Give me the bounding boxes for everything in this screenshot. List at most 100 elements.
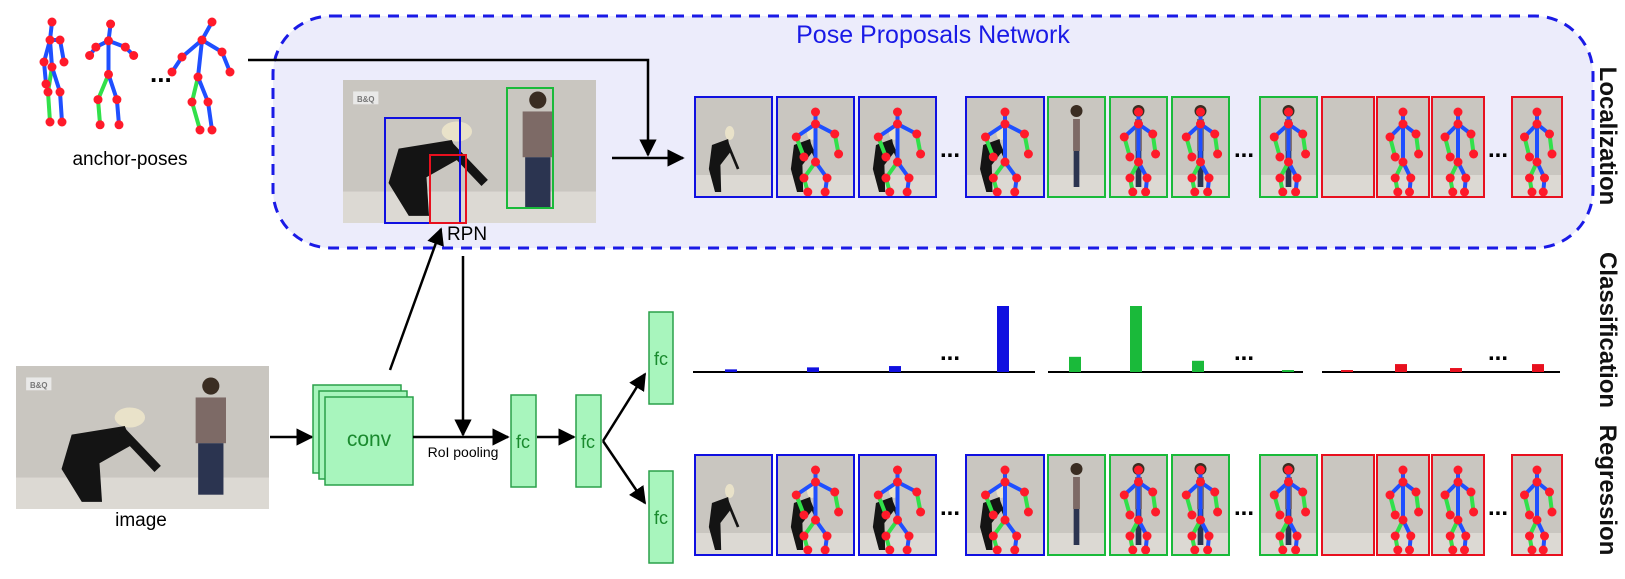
localization-row: .........	[694, 96, 1563, 198]
pose-joint	[1398, 107, 1408, 117]
pose-joint	[1469, 149, 1479, 159]
pose-joint	[1020, 487, 1029, 497]
pose-joint	[207, 17, 217, 27]
pose-joint	[893, 157, 902, 167]
pose-limb	[48, 38, 54, 69]
pose-thumbnail	[776, 454, 855, 556]
fc-layer-regression-label: fc	[654, 508, 668, 528]
thumbnail-frame	[1259, 96, 1318, 198]
pose-joint	[1538, 545, 1548, 555]
photo-floor	[1432, 175, 1484, 197]
pose-joint	[1023, 507, 1033, 517]
pose-joint	[881, 173, 891, 183]
pose-joint	[1141, 545, 1151, 555]
rpn-red-proposal	[429, 154, 467, 224]
pose-joint	[916, 507, 926, 517]
thumbnail-pose	[1440, 107, 1479, 197]
pose-joint	[41, 79, 51, 89]
pose-joint	[822, 531, 832, 541]
pose-joint	[1545, 129, 1554, 139]
pose-joint	[1292, 173, 1302, 183]
anchor-pose	[167, 17, 235, 135]
photo-floor	[1377, 175, 1429, 197]
person-head	[725, 484, 735, 498]
pose-joint	[47, 17, 57, 27]
person-head	[1070, 105, 1083, 117]
person-body	[388, 140, 460, 216]
pose-limb	[96, 72, 111, 102]
photo-floor	[695, 175, 772, 197]
pose-joint	[1525, 531, 1534, 541]
pose-joint	[85, 51, 95, 60]
classification-bar	[807, 367, 819, 372]
person-shirt	[195, 397, 226, 444]
pose-joint	[988, 173, 998, 183]
pose-joint	[1390, 510, 1400, 520]
photo-floor	[859, 533, 936, 555]
pose-joint	[1298, 487, 1308, 497]
thumbnail-frame	[1376, 454, 1430, 556]
pose-thumbnail	[1171, 454, 1230, 556]
thumbnail-frame	[1511, 454, 1563, 556]
thumbnail-photo	[1512, 97, 1562, 197]
logo-badge	[26, 377, 52, 391]
pose-joint	[1151, 507, 1161, 517]
pose-joint	[1461, 173, 1471, 183]
conv-to-rpn-arrow	[388, 227, 444, 371]
pose-joint	[1448, 187, 1458, 197]
pose-joint	[1453, 465, 1463, 475]
pose-joint	[1187, 173, 1197, 183]
photo-floor	[1377, 533, 1429, 555]
thumbnail-pose	[1385, 465, 1424, 555]
pose-thumbnail	[1376, 454, 1430, 556]
pose-joint	[830, 129, 840, 139]
pose-joint	[811, 157, 820, 167]
thumbnail-pose	[1269, 465, 1311, 555]
pose-joint	[1466, 487, 1476, 497]
pose-limb	[190, 100, 202, 132]
photo-floor	[859, 175, 936, 197]
rpn-photo-scene: B&Q	[343, 80, 596, 223]
pose-joint	[1196, 465, 1205, 475]
pose-joint	[1000, 515, 1010, 525]
pose-joint	[45, 117, 55, 127]
anchor-pose	[39, 17, 69, 127]
thumbnail-frame	[694, 96, 773, 198]
thumbnail-pose	[1181, 107, 1223, 197]
classification-bar	[997, 306, 1009, 372]
pose-joint	[916, 149, 926, 159]
fc-layer-2	[575, 394, 602, 488]
pose-joint	[1445, 531, 1455, 541]
pose-joint	[59, 57, 69, 67]
photo-floor	[1512, 533, 1562, 555]
pose-joint	[1181, 132, 1191, 142]
pose-joint	[1284, 119, 1293, 129]
thumbnail-photo	[1048, 97, 1105, 197]
pose-joint	[1525, 173, 1534, 183]
pose-joint	[1010, 545, 1020, 555]
person-head	[725, 126, 735, 140]
person-body	[790, 497, 813, 550]
pose-joint	[885, 545, 895, 555]
pose-joint	[1532, 465, 1542, 475]
pose-thumbnail	[1321, 96, 1375, 198]
fc-layer-1	[510, 394, 537, 488]
pose-joint	[1405, 187, 1414, 197]
pose-joint	[902, 545, 912, 555]
thumbnail-pose	[791, 465, 844, 555]
pose-joint	[1128, 187, 1138, 197]
pose-joint	[1527, 187, 1537, 197]
photo-floor	[695, 533, 772, 555]
fc-split-arrow-up	[601, 372, 647, 442]
pose-joint	[1390, 173, 1400, 183]
pose-joint	[1448, 545, 1458, 555]
pose-joint	[1125, 531, 1135, 541]
pose-joint	[1532, 107, 1542, 117]
pose-joint	[167, 67, 177, 77]
rpn-green-proposal	[506, 87, 554, 209]
pose-joint	[1213, 507, 1223, 517]
thumbnail-pose	[1119, 465, 1161, 555]
pose-joint	[1453, 107, 1463, 117]
pose-joint	[1275, 173, 1285, 183]
pose-joint	[55, 87, 65, 97]
